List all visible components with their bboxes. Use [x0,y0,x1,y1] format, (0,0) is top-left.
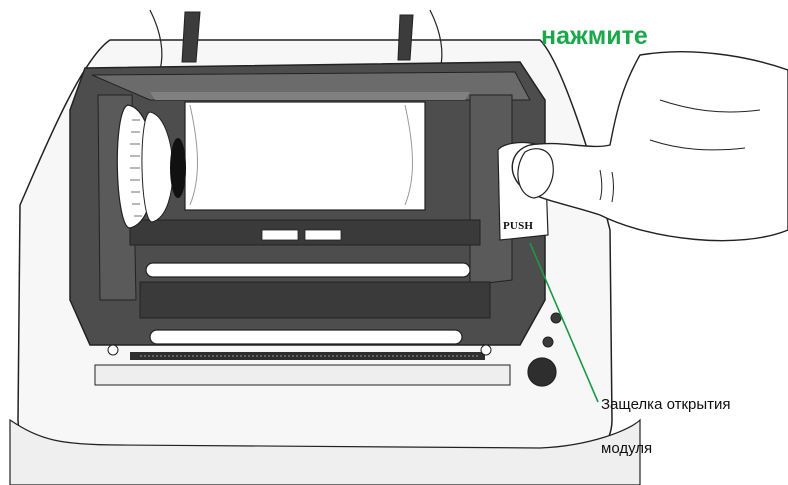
label-spool-gear [116,104,186,229]
push-label: PUSH [503,220,534,232]
spindle-posts [149,9,443,71]
control-buttons [527,312,562,387]
latch-label-line1: Защелка открытия [601,396,731,413]
leader-line [529,242,599,403]
hand-illustration [511,51,788,242]
latch-label-line2: модуля [601,440,653,457]
press-callout: нажмите [541,22,648,50]
